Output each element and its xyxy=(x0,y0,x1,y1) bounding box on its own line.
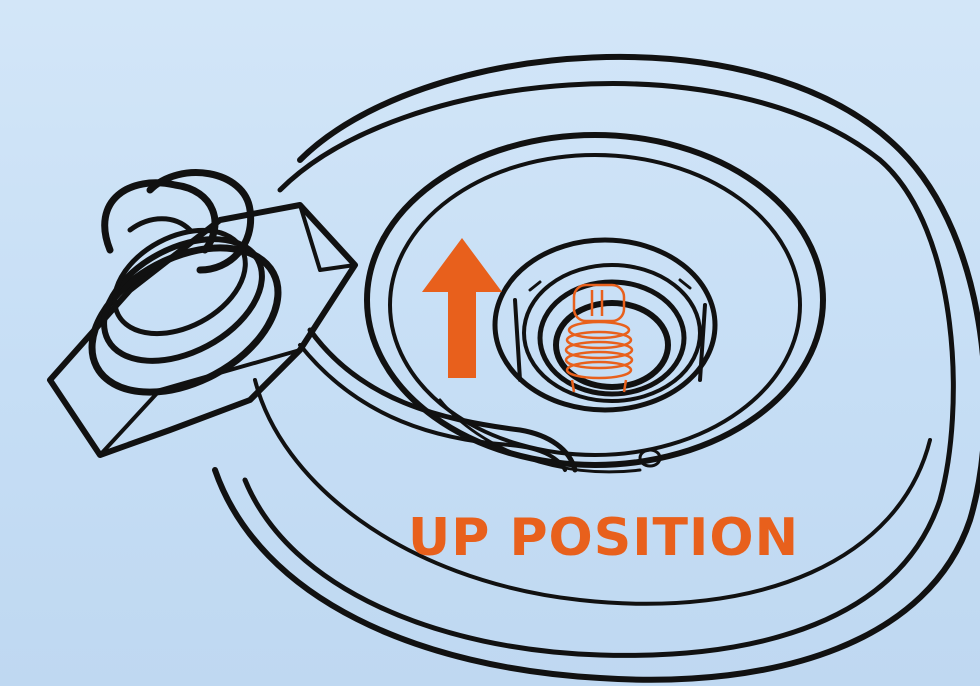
tether-strap xyxy=(298,327,662,473)
position-caption: UP POSITION xyxy=(408,508,800,568)
up-arrow-icon xyxy=(422,238,502,378)
outer-rim xyxy=(212,54,980,683)
valve-cap-icon xyxy=(47,169,358,458)
inner-recess xyxy=(492,237,718,413)
valve-spring-icon xyxy=(564,283,634,393)
middle-ring xyxy=(364,132,826,474)
